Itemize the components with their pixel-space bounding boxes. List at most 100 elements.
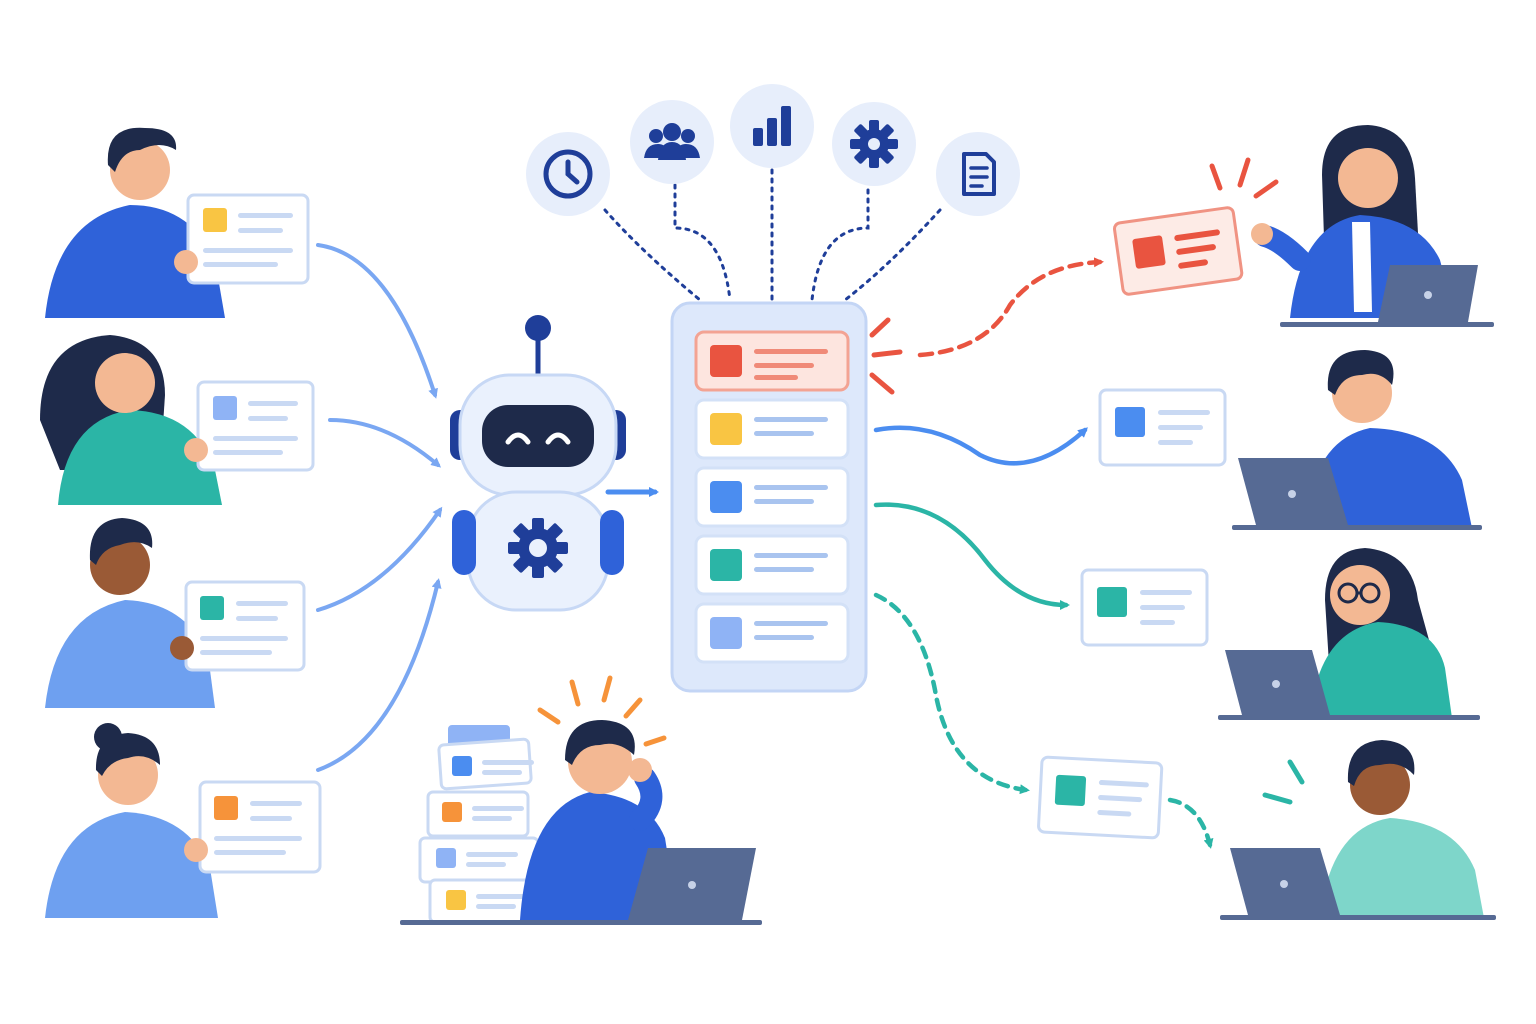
torso (45, 600, 215, 708)
torso (45, 812, 218, 918)
agent-1 (1251, 125, 1494, 327)
document-icon (936, 132, 1020, 216)
agent-4 (1220, 740, 1496, 920)
agent-3 (1218, 548, 1480, 720)
arrow-req-4 (316, 578, 442, 772)
hand (184, 838, 208, 862)
arrow-urgent (917, 257, 1104, 358)
arrow-req-1 (316, 243, 438, 399)
hand (174, 250, 198, 274)
hair (565, 720, 635, 765)
urgent-spark (869, 317, 903, 395)
arrow-queue-blue (873, 425, 1088, 466)
queue-item-swatch (710, 413, 742, 445)
assigned-swatch (1097, 587, 1127, 617)
eye-left (505, 432, 531, 445)
hair (107, 127, 177, 172)
overloaded-agent (400, 675, 762, 925)
bot-visor (482, 405, 594, 467)
queue-item-swatch (710, 549, 742, 581)
priority-queue (670, 301, 903, 693)
arrow-req-2 (328, 418, 442, 468)
ticket-swatch (213, 396, 237, 420)
assigned-swatch (1115, 407, 1145, 437)
assigned-swatch (1054, 774, 1087, 807)
assigned-ticket-2 (1098, 388, 1227, 467)
arm-right (600, 510, 624, 575)
torso (1320, 818, 1484, 918)
notification-marks (1262, 759, 1305, 805)
torso (1305, 428, 1472, 528)
ticket-swatch (200, 596, 224, 620)
routing-bot (450, 315, 626, 612)
glasses-icon (1337, 582, 1381, 604)
requester-3 (45, 518, 306, 708)
assigned-swatch (1132, 235, 1166, 269)
gear-icon (832, 102, 916, 186)
assigned-ticket-3 (1080, 568, 1209, 647)
hair (89, 518, 153, 565)
pile-ticket-swatch (436, 848, 456, 868)
hand-on-head (628, 758, 652, 782)
inbound-arrows (316, 243, 443, 772)
factor-icons (526, 84, 1020, 216)
pile-ticket-swatch (446, 890, 466, 910)
ticket-card (186, 193, 310, 285)
urgent-alert-marks (1209, 157, 1279, 199)
head (95, 353, 155, 413)
hand (184, 438, 208, 462)
ticket-swatch (214, 796, 238, 820)
hair (1347, 740, 1415, 786)
arm-left (452, 510, 476, 575)
hair-bun (94, 723, 122, 751)
stress-marks (537, 675, 667, 747)
team-icon (630, 100, 714, 184)
arrow-queue-teal (873, 502, 1070, 610)
ticket-card (196, 380, 315, 472)
laptop (400, 848, 762, 925)
laptop (1232, 458, 1482, 530)
head (1350, 755, 1410, 815)
laptop (1280, 265, 1494, 327)
pile-ticket-swatch (442, 802, 462, 822)
ticket-card (198, 780, 322, 874)
queue-items (694, 330, 850, 664)
bar-chart-icon (730, 84, 814, 168)
arrow-queue-teal-dashed (873, 592, 1030, 795)
queue-item-swatch (710, 617, 742, 649)
queue-item-swatch (710, 345, 742, 377)
requester-2 (40, 335, 315, 505)
torso (1310, 622, 1452, 718)
agent-2 (1232, 350, 1482, 530)
laptop (1220, 848, 1496, 920)
queue-item (694, 466, 850, 528)
queue-item-urgent (694, 330, 850, 392)
arrow-to-agent-4 (1167, 797, 1214, 849)
head (1338, 148, 1398, 208)
queue-item (694, 602, 850, 664)
assigned-ticket-urgent (1112, 206, 1244, 296)
ticket-swatch (203, 208, 227, 232)
requester-1 (45, 127, 310, 318)
clock-icon (526, 132, 610, 216)
eye-right (545, 432, 571, 445)
gear-icon (508, 518, 568, 578)
shirt (1352, 222, 1372, 312)
outbound-arrows (873, 257, 1214, 849)
hand (1251, 223, 1273, 245)
laptop (1218, 650, 1480, 720)
queue-item (694, 398, 850, 460)
arm (629, 767, 663, 831)
requester-4 (45, 723, 322, 918)
factor-connectors (603, 168, 942, 302)
queue-item (694, 534, 850, 596)
queue-item-swatch (710, 481, 742, 513)
torso (45, 205, 225, 318)
assigned-ticket-4 (1037, 755, 1164, 840)
antenna-tip (525, 315, 551, 341)
hand (170, 636, 194, 660)
pile-ticket-swatch (452, 756, 472, 776)
arrow-req-3 (316, 506, 443, 612)
